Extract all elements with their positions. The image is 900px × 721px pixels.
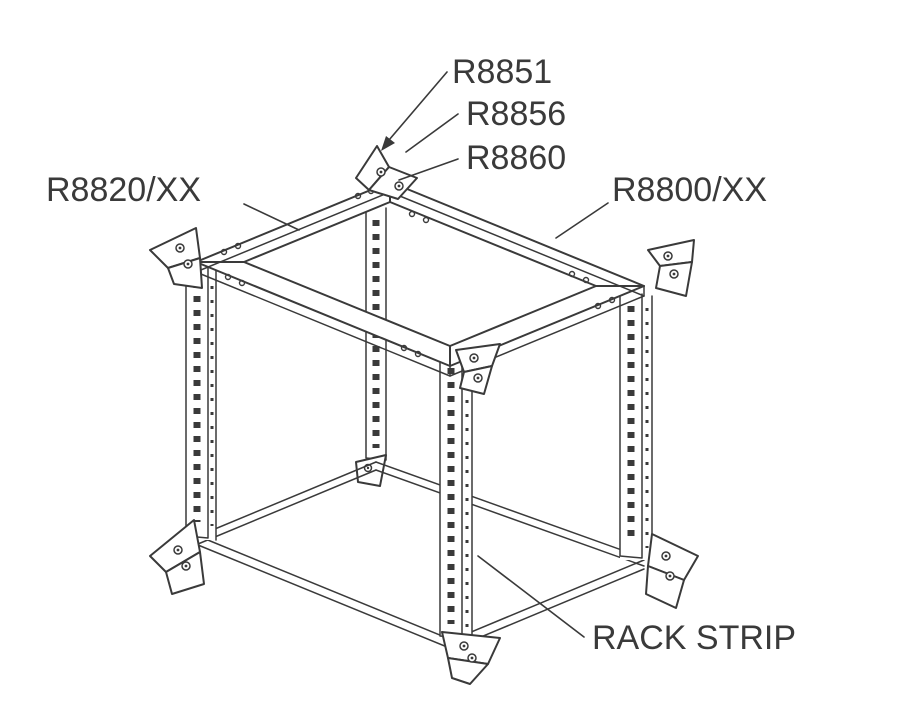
corner-bracket-top-left [149, 227, 203, 289]
leader-r8851 [388, 71, 448, 141]
label-r8851: R8851 [452, 53, 552, 91]
callout-leaders [243, 71, 609, 638]
leader-r8860 [398, 158, 459, 181]
rack-strip-left [185, 263, 217, 541]
label-r8860: R8860 [466, 139, 566, 177]
foot-bracket-front [441, 631, 501, 685]
corner-bracket-top-front [455, 343, 501, 395]
label-r8800: R8800/XX [612, 171, 767, 209]
leader-r8856 [405, 113, 459, 153]
label-rack-strip: RACK STRIP [592, 619, 796, 657]
corner-bracket-top-right [647, 239, 695, 297]
corner-bracket-top-back [355, 145, 418, 200]
foot-bracket-right [645, 533, 699, 609]
rack-strip-front [439, 351, 473, 641]
leader-rack-strip [477, 555, 585, 638]
label-r8820: R8820/XX [46, 171, 201, 209]
leader-r8800 [555, 202, 609, 239]
rack-strip-right [619, 291, 653, 561]
callout-labels: R8851 R8856 R8860 R8820/XX R8800/XX RACK… [46, 53, 796, 657]
leader-r8820 [243, 203, 300, 231]
foot-bracket-left [149, 519, 205, 595]
arrowhead-r8851 [381, 136, 395, 151]
label-r8856: R8856 [466, 95, 566, 133]
